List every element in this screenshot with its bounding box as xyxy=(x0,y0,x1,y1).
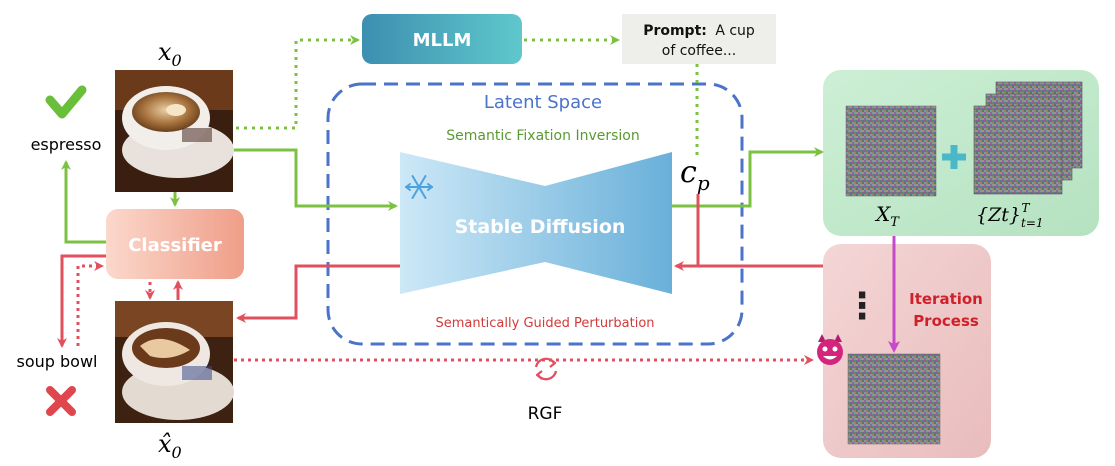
plus-icon xyxy=(942,145,966,169)
check-icon xyxy=(45,85,87,119)
latent-space-box xyxy=(326,82,744,346)
svg-text:cp: cp xyxy=(680,155,710,195)
zt-superscript: T xyxy=(1022,201,1031,215)
noise-latent-iterated xyxy=(847,353,941,445)
x0-hat-subscript: 0 xyxy=(172,443,182,462)
stable-diffusion-block xyxy=(400,152,672,294)
svg-text:XT: XT xyxy=(874,202,900,230)
arrow-image-to-mllm xyxy=(236,35,360,130)
svg-text:{Zt}t=1T: {Zt}t=1T xyxy=(976,201,1044,230)
zt-subscript: t=1 xyxy=(1021,216,1044,230)
zt-symbol: {Zt} xyxy=(976,204,1021,226)
arrow-diffusion-to-adversarial xyxy=(236,264,400,323)
prompt-label: Prompt: xyxy=(643,23,707,39)
original-image xyxy=(115,70,234,192)
stable-diffusion-label: Stable Diffusion xyxy=(455,216,626,238)
classifier-label: Classifier xyxy=(128,235,222,256)
arrow-classifier-to-soup-bowl xyxy=(57,254,106,348)
svg-text:x0: x0 xyxy=(158,38,182,70)
arrow-classifier-to-espresso xyxy=(61,160,106,244)
arrow-soup-bowl-to-classifier-dotted xyxy=(76,261,104,346)
prompt-text-line1: A cup xyxy=(715,23,755,39)
devil-icon xyxy=(817,334,843,365)
vertical-dots: ⋮ xyxy=(844,286,880,327)
cp-symbol: c xyxy=(680,155,697,190)
adversarial-image xyxy=(115,301,234,423)
iteration-process-line1: Iteration xyxy=(909,290,983,308)
classifier-block xyxy=(106,209,244,279)
semantically-guided-perturbation-label: Semantically Guided Perturbation xyxy=(435,316,654,331)
noise-stack-zt xyxy=(973,81,1083,195)
cross-icon xyxy=(46,386,76,416)
xt-symbol: X xyxy=(874,202,891,226)
rgf-label: RGF xyxy=(528,404,563,424)
label-espresso: espresso xyxy=(31,135,102,154)
cycle-arrows-icon xyxy=(534,357,558,381)
x0-symbol: x xyxy=(158,38,172,66)
svg-text:x̂0: x̂0 xyxy=(158,430,182,462)
xt-subscript: T xyxy=(890,215,900,230)
latent-space-label: Latent Space xyxy=(484,92,602,113)
label-soup-bowl: soup bowl xyxy=(17,352,98,371)
mllm-label: MLLM xyxy=(413,30,472,51)
x0-subscript: 0 xyxy=(172,51,182,70)
svg-text:Prompt: A cup: Prompt: A cup xyxy=(643,23,755,39)
prompt-text-line2: of coffee... xyxy=(662,43,736,59)
iteration-process-line2: Process xyxy=(913,312,979,330)
arrow-diffusion-to-noise xyxy=(672,147,824,208)
snowflake-icon xyxy=(405,175,433,199)
prompt-box xyxy=(622,14,776,64)
mllm-block xyxy=(362,14,522,64)
noise-latent-xt xyxy=(845,105,937,197)
cp-subscript: p xyxy=(697,171,710,195)
arrow-image-to-diffusion xyxy=(234,148,398,211)
semantic-fixation-inversion-label: Semantic Fixation Inversion xyxy=(446,128,639,144)
x0-hat-symbol: x̂ xyxy=(158,430,172,458)
